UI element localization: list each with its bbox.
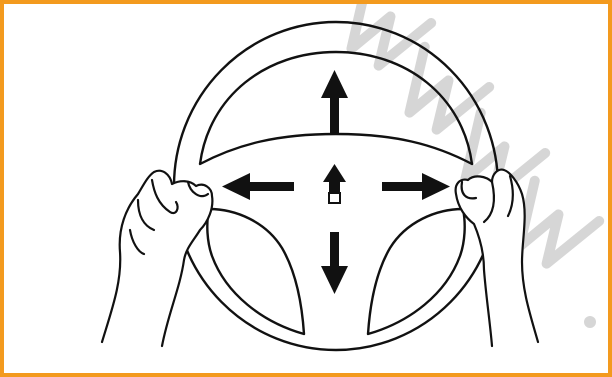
arrow-right-icon [382,173,450,200]
tilt-arrow-icon [323,164,346,203]
watermark [333,4,599,328]
wheel-lower-right-opening [368,209,465,334]
arrow-down-icon [321,232,348,294]
wheel-lower-left-opening [207,209,304,334]
right-hand-icon [456,170,538,346]
left-hand-icon [102,171,212,346]
arrow-up-icon [321,70,348,134]
arrow-left-icon [222,173,294,200]
steering-adjustment-illustration [4,4,608,373]
